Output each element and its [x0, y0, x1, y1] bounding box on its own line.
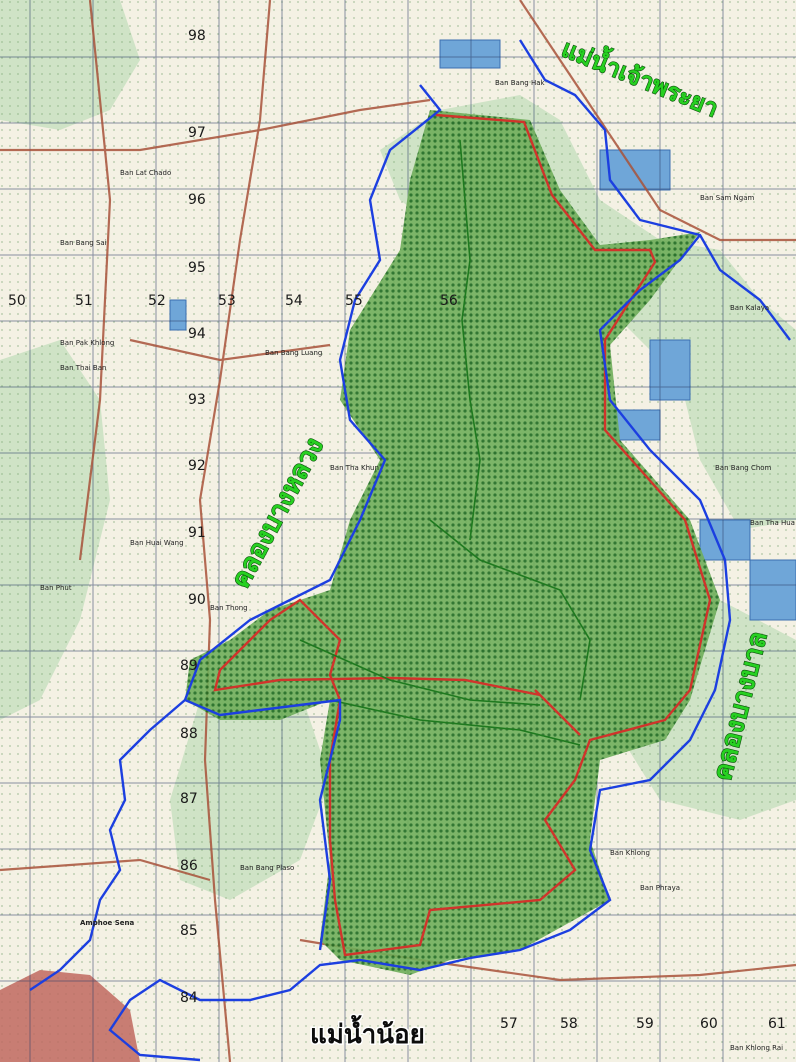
place-label: Ban Bang Plaso — [240, 864, 294, 872]
easting-label: 53 — [218, 293, 236, 309]
easting-label: 60 — [700, 1016, 718, 1032]
wetland-area — [185, 110, 720, 975]
mae-nam-noi-label: แม่น้ำน้อย — [310, 1014, 425, 1050]
place-label: Ban Bang Luang — [265, 349, 322, 357]
place-label: Ban Pak Khlong — [60, 339, 114, 347]
place-label: Ban Kalaya — [730, 304, 769, 312]
place-label: Ban Thai Ban — [60, 364, 106, 372]
place-label: Ban Tha Hua — [750, 519, 795, 527]
easting-label: 50 — [8, 293, 26, 309]
northing-label: 85 — [180, 923, 198, 939]
rivers — [29, 39, 791, 1062]
internal-channels — [299, 139, 591, 746]
place-label: Ban Khlong Rai — [730, 1044, 783, 1052]
place-label: Ban Bang Chom — [715, 464, 772, 472]
northing-label: 89 — [180, 658, 198, 674]
urban-area — [0, 970, 140, 1062]
place-label: Ban Lat Chado — [120, 169, 171, 177]
easting-label: 58 — [560, 1016, 578, 1032]
easting-label: 55 — [345, 293, 363, 309]
place-label: Ban Bang Sai — [60, 239, 107, 247]
northing-labels: 98 97 96 95 94 93 92 91 90 89 88 87 86 8… — [180, 28, 206, 1006]
place-label: Ban Huai Wang — [130, 539, 184, 547]
northing-label: 94 — [188, 326, 206, 342]
northing-label: 98 — [188, 28, 206, 44]
easting-label: 59 — [636, 1016, 654, 1032]
water-bodies — [169, 39, 796, 621]
easting-label: 52 — [148, 293, 166, 309]
place-label: Ban Sam Ngam — [700, 194, 754, 202]
northing-label: 91 — [188, 525, 206, 541]
chao-phraya-river — [518, 39, 791, 341]
place-labels: Ban Bang Hak Ban Lat Chado Ban Bang Sai … — [40, 79, 795, 1052]
place-label: Amphoe Sena — [80, 919, 134, 927]
northing-label: 84 — [180, 990, 198, 1006]
northing-label: 97 — [188, 125, 206, 141]
easting-label: 57 — [500, 1016, 518, 1032]
place-label: Ban Tha Khun — [330, 464, 379, 472]
place-label: Ban Khlong — [610, 849, 650, 857]
easting-label: 51 — [75, 293, 93, 309]
place-label: Ban Phraya — [640, 884, 680, 892]
easting-label: 56 — [440, 293, 458, 309]
northing-label: 90 — [188, 592, 206, 608]
northing-label: 87 — [180, 791, 198, 807]
easting-label: 61 — [768, 1016, 786, 1032]
place-label: Ban Phut — [40, 584, 72, 592]
northing-label: 95 — [188, 260, 206, 276]
northing-label: 93 — [188, 392, 206, 408]
northing-label: 88 — [180, 726, 198, 742]
northing-label: 86 — [180, 858, 198, 874]
place-label: Ban Bang Hak — [495, 79, 546, 87]
easting-label: 54 — [285, 293, 303, 309]
northing-label: 92 — [188, 458, 206, 474]
place-label: Ban Thong — [210, 604, 248, 612]
northing-label: 96 — [188, 192, 206, 208]
easting-labels: 50 51 52 53 54 55 56 57 58 59 60 61 — [8, 293, 786, 1032]
